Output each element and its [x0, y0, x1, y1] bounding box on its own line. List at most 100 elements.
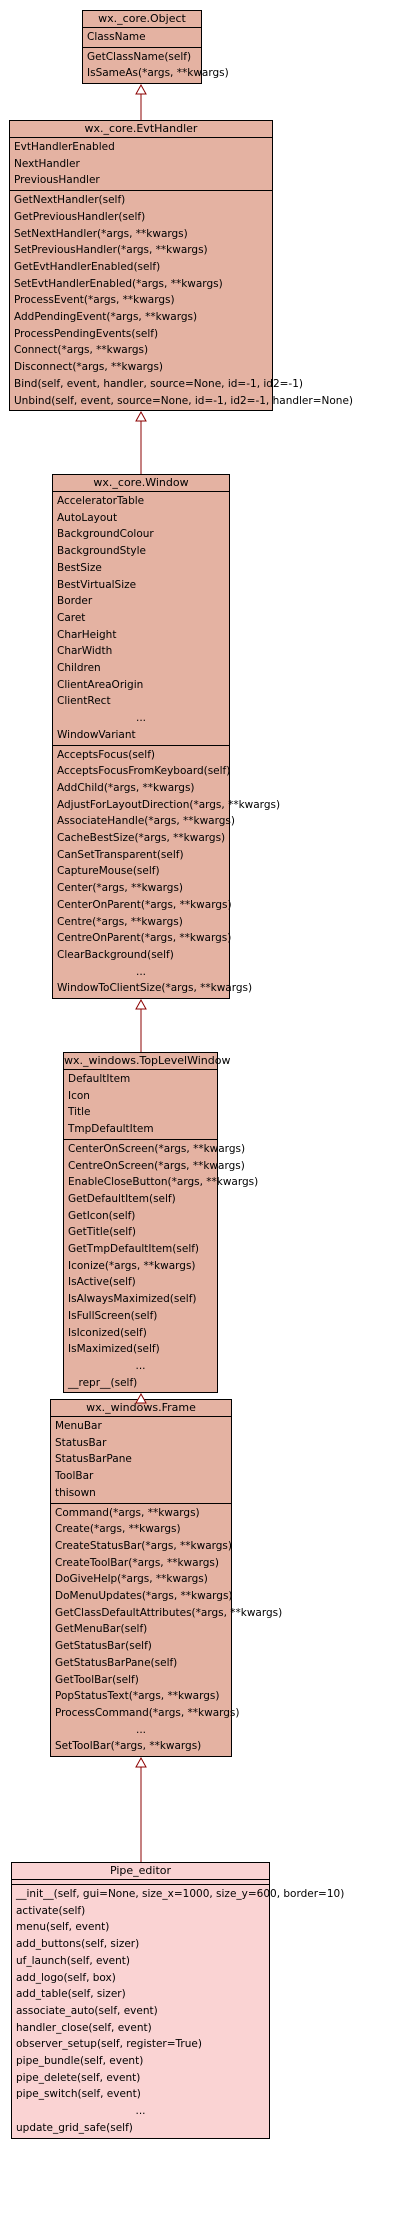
method-row: menu(self, event)	[16, 1921, 110, 1934]
method-row: Command(*args, **kwargs)	[55, 1506, 200, 1519]
method-row: GetTitle(self)	[68, 1226, 136, 1239]
method-row: Create(*args, **kwargs)	[55, 1523, 181, 1536]
method-row: GetTmpDefaultItem(self)	[68, 1243, 200, 1256]
class-title: wx._core.Window	[53, 475, 229, 492]
method-row: observer_setup(self, register=True)	[16, 2038, 202, 2051]
methods-section: __init__(self, gui=None, size_x=1000, si…	[12, 1884, 345, 2138]
method-row: associate_auto(self, event)	[16, 2004, 158, 2017]
method-row: IsFullScreen(self)	[68, 1309, 158, 1322]
method-row: pipe_switch(self, event)	[16, 2088, 141, 2101]
method-row: Center(*args, **kwargs)	[57, 882, 184, 895]
attribute-row: ...	[135, 712, 146, 725]
method-row: Iconize(*args, **kwargs)	[68, 1259, 196, 1272]
attribute-row: AutoLayout	[57, 511, 118, 524]
attribute-row: StatusBarPane	[55, 1453, 132, 1466]
method-row: CreateStatusBar(*args, **kwargs)	[55, 1539, 232, 1552]
attribute-row: Title	[68, 1106, 91, 1119]
attribute-row: BestVirtualSize	[57, 578, 137, 591]
method-row: GetPreviousHandler(self)	[14, 210, 146, 223]
method-row: ...	[135, 2105, 146, 2118]
attribute-row: TmpDefaultItem	[68, 1123, 154, 1136]
attribute-row: AcceleratorTable	[57, 495, 145, 507]
method-row: AddChild(*args, **kwargs)	[57, 781, 195, 794]
method-row: WindowToClientSize(*args, **kwargs)	[57, 982, 253, 995]
method-row: IsIconized(self)	[68, 1326, 147, 1339]
method-row: pipe_delete(self, event)	[16, 2071, 141, 2084]
method-row: SetToolBar(*args, **kwargs)	[55, 1740, 202, 1753]
method-row: Connect(*args, **kwargs)	[14, 344, 149, 357]
inheritance-arrowhead-icon	[135, 83, 147, 95]
method-row: ...	[135, 965, 146, 978]
method-row: IsActive(self)	[68, 1276, 136, 1289]
method-row: EnableCloseButton(*args, **kwargs)	[68, 1176, 259, 1189]
method-row: CentreOnScreen(*args, **kwargs)	[68, 1159, 245, 1172]
attribute-row: EvtHandlerEnabled	[14, 141, 115, 153]
attribute-row: ClientRect	[57, 695, 111, 708]
method-row: GetClassDefaultAttributes(*args, **kwarg…	[55, 1606, 283, 1619]
method-row: PopStatusText(*args, **kwargs)	[55, 1690, 220, 1703]
attribute-row: BackgroundStyle	[57, 545, 147, 558]
method-row: uf_launch(self, event)	[16, 1954, 131, 1967]
method-row: ProcessCommand(*args, **kwargs)	[55, 1706, 240, 1719]
method-row: __repr__(self)	[68, 1376, 138, 1389]
methods-section: GetClassName(self)IsSameAs(*args, **kwar…	[83, 46, 229, 83]
methods-section: CenterOnScreen(*args, **kwargs) CentreOnS…	[64, 1138, 259, 1393]
methods-section: Command(*args, **kwargs) Create(*args, **…	[51, 1502, 283, 1757]
attribute-row: BackgroundColour	[57, 528, 154, 541]
class-title: wx._windows.Frame	[51, 1400, 231, 1417]
method-row: activate(self)	[16, 1904, 86, 1917]
method-row: CanSetTransparent(self)	[57, 848, 184, 861]
method-row: Disconnect(*args, **kwargs)	[14, 361, 164, 374]
method-row: update_grid_safe(self)	[16, 2121, 133, 2134]
attribute-row: ClientAreaOrigin	[57, 678, 144, 691]
method-row: ClearBackground(self)	[57, 948, 174, 961]
method-row: handler_close(self, event)	[16, 2021, 152, 2034]
method-row: GetIcon(self)	[68, 1209, 136, 1222]
method-row: CreateToolBar(*args, **kwargs)	[55, 1556, 219, 1569]
method-row: GetEvtHandlerEnabled(self)	[14, 260, 161, 273]
method-row: Centre(*args, **kwargs)	[57, 915, 183, 928]
attribute-row: WindowVariant	[57, 728, 136, 741]
attribute-row: BestSize	[57, 561, 102, 574]
attribute-row: CharWidth	[57, 645, 113, 658]
method-row: GetMenuBar(self)	[55, 1623, 148, 1636]
method-row: GetStatusBar(self)	[55, 1640, 152, 1653]
method-row: GetDefaultItem(self)	[68, 1192, 176, 1205]
attribute-row: Children	[57, 662, 101, 675]
method-row: AcceptsFocus(self)	[57, 748, 155, 761]
attribute-row: MenuBar	[55, 1420, 102, 1432]
method-row: add_table(self, sizer)	[16, 1988, 126, 2001]
attribute-row: Caret	[57, 611, 86, 624]
method-row: CenterOnScreen(*args, **kwargs)	[68, 1142, 246, 1155]
method-row: ProcessEvent(*args, **kwargs)	[14, 294, 175, 307]
methods-section: AcceptsFocus(self)AcceptsFocusFromKeyboa…	[53, 744, 281, 999]
inheritance-arrowhead-icon	[135, 1756, 147, 1768]
attributes-section: ClassName	[83, 28, 201, 47]
attribute-row: thisown	[55, 1486, 96, 1499]
class-title: wx._core.Object	[83, 11, 201, 28]
attribute-row: StatusBar	[55, 1436, 107, 1449]
method-row: ...	[135, 1723, 146, 1736]
method-row: AssociateHandle(*args, **kwargs)	[57, 815, 235, 828]
class-title: wx._core.EvtHandler	[10, 121, 272, 138]
method-row: SetEvtHandlerEnabled(*args, **kwargs)	[14, 277, 223, 290]
attribute-row: ToolBar	[55, 1470, 94, 1483]
method-row: __init__(self, gui=None, size_x=1000, si…	[16, 1888, 345, 1900]
method-row: CenterOnParent(*args, **kwargs)	[57, 898, 232, 911]
attribute-row: NextHandler	[14, 157, 80, 170]
method-row: IsMaximized(self)	[68, 1343, 160, 1356]
method-row: Bind(self, event, handler, source=None, …	[14, 377, 304, 390]
method-row: ProcessPendingEvents(self)	[14, 327, 159, 340]
method-row: SetNextHandler(*args, **kwargs)	[14, 227, 188, 240]
method-row: AdjustForLayoutDirection(*args, **kwargs…	[57, 798, 281, 811]
class-title: wx._windows.TopLevelWindow	[64, 1053, 230, 1070]
attribute-row: Border	[57, 595, 93, 608]
class-title: Pipe_editor	[12, 1863, 269, 1880]
method-row: AddPendingEvent(*args, **kwargs)	[14, 311, 198, 324]
method-row: DoMenuUpdates(*args, **kwargs)	[55, 1590, 233, 1603]
